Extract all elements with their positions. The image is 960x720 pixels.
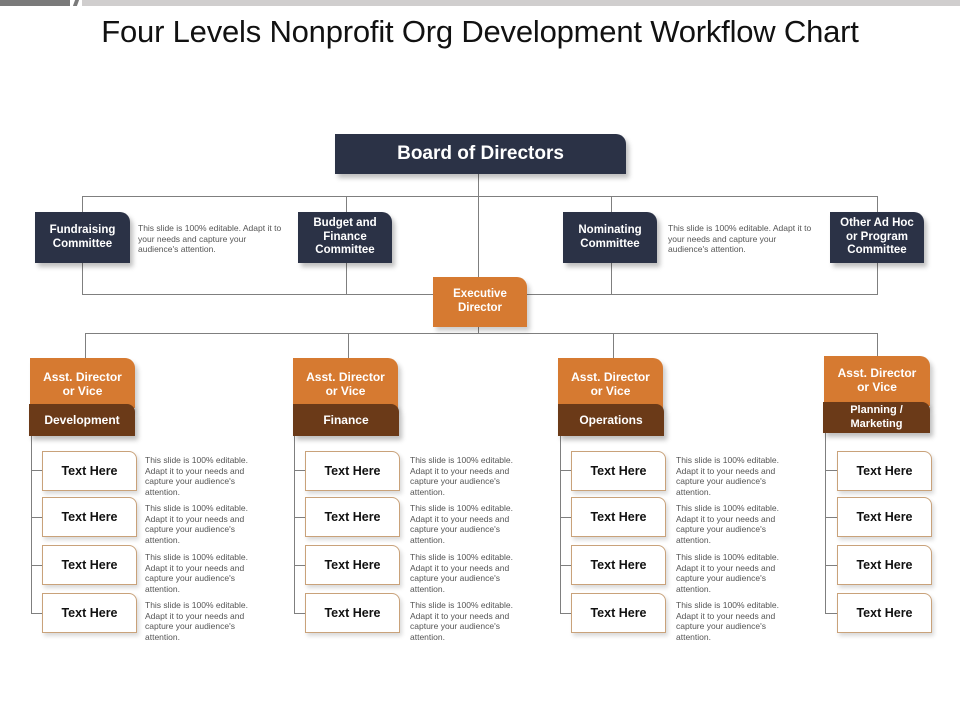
connector xyxy=(294,565,305,566)
committee-nominating: Nominating Committee xyxy=(563,212,657,263)
item-description: This slide is 100% editable. Adapt it to… xyxy=(676,455,780,497)
item-description: This slide is 100% editable. Adapt it to… xyxy=(145,455,249,497)
item-description: This slide is 100% editable. Adapt it to… xyxy=(410,552,514,594)
text-box: Text Here xyxy=(837,545,932,585)
connector xyxy=(478,326,479,333)
item-description: This slide is 100% editable. Adapt it to… xyxy=(410,503,514,545)
text-box: Text Here xyxy=(571,545,666,585)
text-box: Text Here xyxy=(837,593,932,633)
text-box: Text Here xyxy=(837,497,932,537)
text-box: Text Here xyxy=(305,451,400,491)
item-description: This slide is 100% editable. Adapt it to… xyxy=(410,455,514,497)
asst-director-box: Asst. Director or Vice xyxy=(558,358,663,408)
item-description: This slide is 100% editable. Adapt it to… xyxy=(145,600,249,642)
text-box: Text Here xyxy=(571,593,666,633)
connector xyxy=(31,470,42,471)
text-box: Text Here xyxy=(571,497,666,537)
text-box: Text Here xyxy=(305,497,400,537)
connector xyxy=(825,470,837,471)
item-description: This slide is 100% editable. Adapt it to… xyxy=(676,503,780,545)
header-accent-bar xyxy=(0,0,70,6)
committee-other-ad-hoc: Other Ad Hoc or Program Committee xyxy=(830,212,924,263)
connector xyxy=(31,517,42,518)
executive-director-box: Executive Director xyxy=(433,277,527,327)
text-box: Text Here xyxy=(42,451,137,491)
department-label: Development xyxy=(29,404,135,436)
text-box: Text Here xyxy=(305,545,400,585)
connector xyxy=(294,613,305,614)
connector xyxy=(348,333,349,359)
asst-director-box: Asst. Director or Vice xyxy=(30,358,135,408)
text-box: Text Here xyxy=(42,593,137,633)
committee-description: This slide is 100% editable. Adapt it to… xyxy=(138,223,282,255)
header-accent-slash xyxy=(72,0,80,6)
item-description: This slide is 100% editable. Adapt it to… xyxy=(145,552,249,594)
connector xyxy=(294,436,295,614)
connector xyxy=(825,433,826,614)
connector xyxy=(478,174,479,277)
department-label: Finance xyxy=(293,404,399,436)
connector xyxy=(825,565,837,566)
connector xyxy=(877,333,878,357)
text-box: Text Here xyxy=(837,451,932,491)
committee-fundraising: Fundraising Committee xyxy=(35,212,130,263)
item-description: This slide is 100% editable. Adapt it to… xyxy=(145,503,249,545)
connector xyxy=(294,517,305,518)
connector xyxy=(294,470,305,471)
connector xyxy=(82,196,878,197)
connector xyxy=(825,613,837,614)
text-box: Text Here xyxy=(42,497,137,537)
header-bar xyxy=(82,0,960,6)
connector xyxy=(560,565,571,566)
connector xyxy=(31,436,32,614)
connector xyxy=(560,613,571,614)
board-of-directors-box: Board of Directors xyxy=(335,134,626,174)
connector xyxy=(560,470,571,471)
connector xyxy=(560,436,561,614)
connector xyxy=(825,517,837,518)
committee-budget-finance: Budget and Finance Committee xyxy=(298,212,392,263)
connector xyxy=(85,333,86,359)
asst-director-box: Asst. Director or Vice xyxy=(824,356,930,406)
item-description: This slide is 100% editable. Adapt it to… xyxy=(676,552,780,594)
text-box: Text Here xyxy=(305,593,400,633)
connector xyxy=(85,333,877,334)
item-description: This slide is 100% editable. Adapt it to… xyxy=(676,600,780,642)
connector xyxy=(31,565,42,566)
department-label: Operations xyxy=(558,404,664,436)
connector xyxy=(560,517,571,518)
item-description: This slide is 100% editable. Adapt it to… xyxy=(410,600,514,642)
text-box: Text Here xyxy=(42,545,137,585)
connector xyxy=(31,613,42,614)
page-title: Four Levels Nonprofit Org Development Wo… xyxy=(101,14,859,49)
connector xyxy=(613,333,614,359)
department-label: Planning / Marketing xyxy=(823,402,930,433)
text-box: Text Here xyxy=(571,451,666,491)
committee-description: This slide is 100% editable. Adapt it to… xyxy=(668,223,812,255)
asst-director-box: Asst. Director or Vice xyxy=(293,358,398,408)
